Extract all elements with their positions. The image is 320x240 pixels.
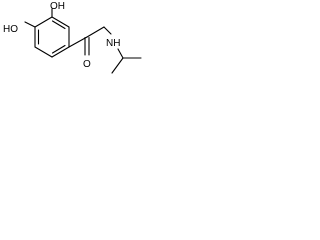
ring-bond-c3-c4 bbox=[51, 46, 70, 58]
amine-nh-label: NH bbox=[106, 38, 120, 49]
adrenalone-structure: OH HO O NH bbox=[3, 1, 142, 74]
ring-double-bond-inner-2 bbox=[51, 44, 66, 54]
ring-double-bond-inner-1 bbox=[51, 20, 66, 30]
bond-ch2-nh bbox=[103, 26, 112, 35]
bond-nh-ch bbox=[117, 48, 124, 59]
benzene-ring bbox=[34, 16, 70, 58]
bond-c6-ho bbox=[24, 21, 36, 28]
oh-label-meta: OH bbox=[50, 1, 65, 12]
bond-ch-methyl-a bbox=[111, 57, 124, 74]
bond-ring-carbonyl bbox=[68, 36, 88, 48]
ring-bond-c6-c1 bbox=[34, 16, 53, 28]
ring-bond-c1-c2 bbox=[51, 16, 70, 28]
bond-carbonyl-ch2 bbox=[86, 26, 105, 38]
ho-label-para: HO bbox=[3, 24, 18, 35]
ring-bond-c4-c5 bbox=[34, 46, 53, 58]
carbonyl-oxygen-label: O bbox=[83, 59, 91, 70]
